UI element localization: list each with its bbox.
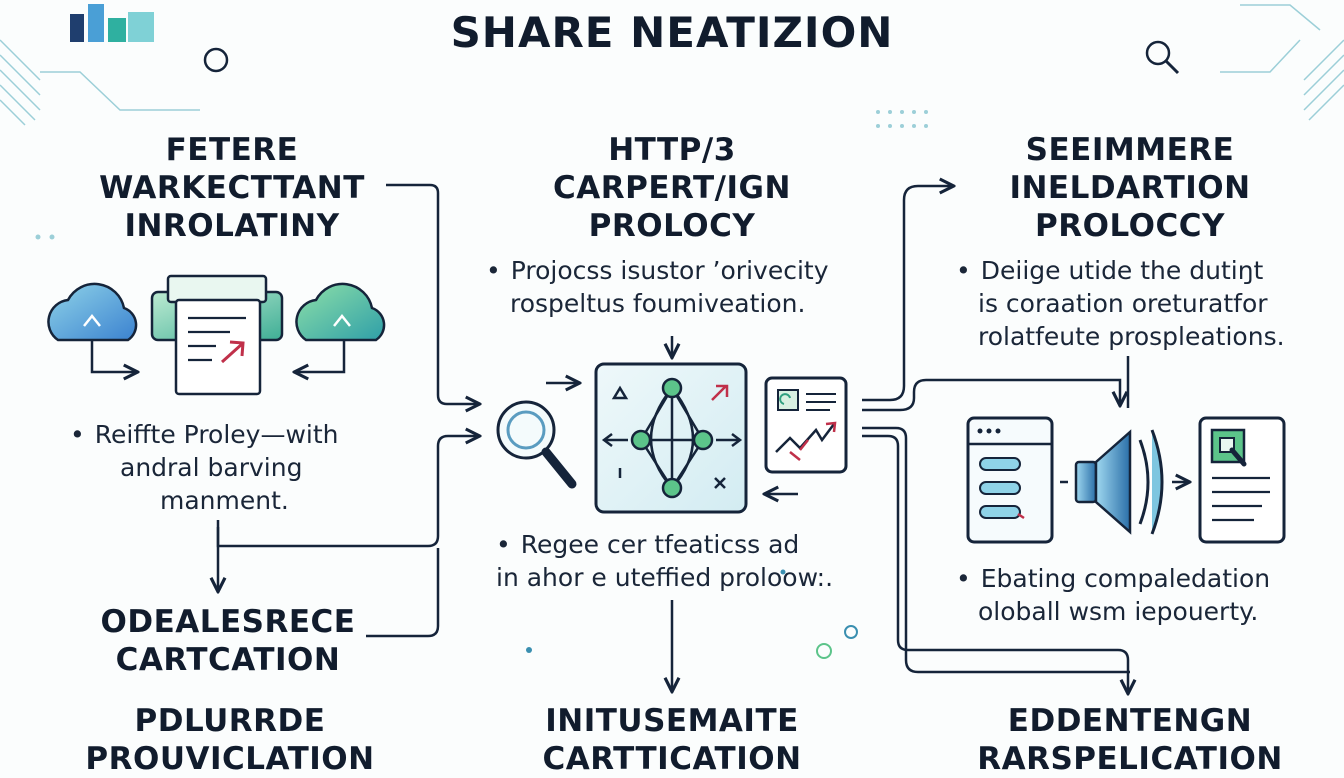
bullet-line: rolatfeute prospleations. — [978, 322, 1285, 351]
ring-decoration-small — [816, 643, 832, 659]
left-footer-heading: PDLURRDE PROUVICLATION — [40, 702, 420, 778]
bar-logo-icon — [70, 4, 154, 42]
left-bottom-heading: ODEALESRECE CARTCATION — [58, 603, 398, 679]
heading-line: INELDARTION — [1009, 170, 1251, 206]
center-footer-heading: INITUSEMAITE CARTTICATION — [496, 702, 848, 778]
heading-line: INITUSEMAITE — [545, 703, 799, 739]
corner-hatch-decoration — [0, 4, 1344, 126]
ring-decoration-small — [844, 625, 858, 639]
heading-line: FETERE — [165, 132, 299, 168]
bullet-line: rospeltus foumiveation. — [510, 289, 806, 318]
left-bullet: Reiffte Proley—with andral barving manme… — [70, 418, 339, 517]
center-bullet-top: Projocss isustor ’orivecity rospeltus fo… — [486, 254, 829, 320]
magnifier-icon — [496, 400, 577, 489]
page-title: SHARE NEATIZION — [450, 8, 894, 57]
left-heading: FETERE WARKECTTANT INROLATINY — [62, 131, 402, 245]
bullet-line: andral barving — [120, 453, 303, 482]
cloud-icon — [295, 282, 386, 342]
heading-line: HTTP/3 — [608, 132, 736, 168]
document-icon — [150, 274, 284, 396]
bullet-line: Ebating compaledation — [956, 562, 1270, 595]
connector-arrow — [216, 436, 478, 548]
connector-arrow — [296, 340, 346, 372]
heading-line: WARKECTTANT — [99, 170, 365, 206]
heading-line: PROUVICLATION — [85, 741, 375, 777]
connector-arrow — [862, 186, 952, 402]
ring-decoration — [203, 47, 229, 73]
heading-line: RARSPELICATION — [977, 741, 1283, 777]
report-icon — [1198, 416, 1286, 544]
connector-line — [366, 548, 440, 638]
bullet-line: is coraation oreturatfor — [978, 289, 1268, 318]
center-bullet-bottom: Regee cer tfeaticss ad in ahor e uteffie… — [496, 528, 833, 594]
center-heading: HTTP/3 CARPERT/IGN PROLOCY — [500, 131, 844, 245]
chart-card-icon — [764, 376, 848, 474]
heading-line: PROLOCCY — [1035, 208, 1225, 244]
connector-arrow — [862, 378, 1120, 412]
heading-line: CARPERT/IGN — [553, 170, 791, 206]
right-bullet-bottom: Ebating compaledation oloball wsm iepoue… — [956, 562, 1270, 628]
heading-line: PROLOCY — [588, 208, 756, 244]
network-diagram-icon — [594, 362, 748, 514]
bullet-line: oloball wsm iepouerty. — [978, 597, 1259, 626]
connector-arrow — [862, 434, 1128, 692]
heading-line: CARTCATION — [115, 642, 341, 678]
cloud-icon — [47, 282, 138, 342]
heading-line: CARTTICATION — [542, 741, 802, 777]
right-footer-heading: EDDENTENGN RARSPELICATION — [950, 702, 1310, 778]
speaker-icon — [1074, 429, 1164, 535]
bullet-line: manment. — [160, 486, 289, 515]
bullet-line: Reiffte Proley—with — [70, 418, 339, 451]
right-heading: SEEIMMERE INELDARTION PROLOCCY — [960, 131, 1300, 245]
bullet-line: Regee cer tfeaticss ad — [496, 528, 833, 561]
heading-line: ODEALESRECE — [100, 604, 356, 640]
bullet-line: Deiige utide the dutiŋt — [956, 254, 1285, 287]
right-bullet-top: Deiige utide the dutiŋt is coraation ore… — [956, 254, 1285, 353]
bullet-line: Projocss isustor ’orivecity — [486, 254, 829, 287]
heading-line: SEEIMMERE — [1025, 132, 1235, 168]
heading-line: EDDENTENGN — [1007, 703, 1253, 739]
connector-arrow — [90, 340, 136, 372]
connector-arrow — [386, 183, 478, 404]
search-icon — [1145, 40, 1180, 75]
diagram-canvas — [0, 4, 1344, 750]
dot-decoration — [526, 647, 532, 653]
dot-decoration — [780, 569, 786, 575]
browser-window-icon — [966, 416, 1054, 544]
bullet-line: in ahor e uteffied proloow:. — [496, 563, 834, 592]
heading-line: PDLURRDE — [134, 703, 326, 739]
connector-line — [862, 426, 1130, 674]
dot-grid-decoration — [35, 110, 928, 240]
heading-line: INROLATINY — [124, 208, 340, 244]
